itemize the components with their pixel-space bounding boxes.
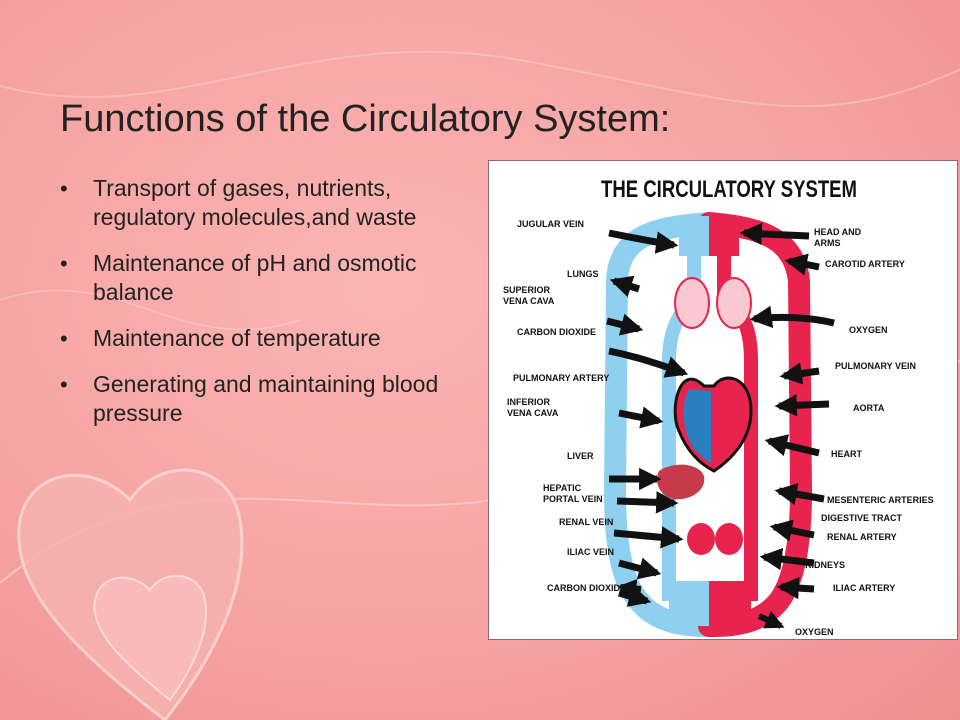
bullet-text: Transport of gases, nutrients, regulator… — [93, 175, 417, 230]
bullet-text: Maintenance of temperature — [93, 325, 381, 351]
label-iliac-vein: ILIAC VEIN — [567, 547, 614, 557]
swirl-line — [0, 50, 960, 108]
label-inferior-vena-cava: INFERIOR — [507, 397, 551, 407]
label-jugular-vein: JUGULAR VEIN — [517, 219, 584, 229]
heart-right-side — [683, 389, 711, 463]
label-inferior-vena-cava: VENA CAVA — [507, 408, 559, 418]
arrow — [608, 229, 679, 254]
arrow — [609, 275, 641, 298]
arrow — [784, 253, 820, 276]
arrow — [618, 557, 662, 580]
label-aorta: AORTA — [853, 403, 885, 413]
label-liver: LIVER — [567, 451, 594, 461]
bullet-marker: • — [60, 372, 68, 397]
liver-organ — [656, 464, 705, 500]
arrow — [618, 406, 664, 429]
label-superior-vena-cava: VENA CAVA — [503, 296, 555, 306]
label-hepatic-portal-vein: HEPATIC — [543, 483, 582, 493]
slide-title: Functions of the Circulatory System: — [60, 98, 671, 140]
label-head-and-arms: HEAD AND — [814, 227, 862, 237]
arrow — [764, 434, 820, 457]
label-digestive-tract: DIGESTIVE TRACT — [821, 513, 903, 523]
arrow — [749, 305, 835, 328]
left-arrows — [606, 229, 689, 607]
arrow — [606, 313, 644, 336]
bullet-text: Maintenance of pH and osmotic balance — [93, 250, 417, 305]
arrow — [776, 576, 815, 600]
kidney-right — [715, 523, 743, 555]
head-capillaries-artery — [709, 216, 739, 256]
kidney-left — [687, 523, 715, 555]
label-head-and-arms: ARMS — [814, 238, 841, 248]
bullet-marker: • — [60, 326, 68, 351]
arrow — [769, 519, 815, 542]
arrow — [757, 610, 785, 629]
lower-capillaries-artery — [709, 581, 751, 626]
label-lungs: LUNGS — [567, 269, 599, 279]
bullet-item: • Maintenance of pH and osmotic balance — [60, 249, 480, 307]
bullet-item: • Generating and maintaining blood pressu… — [60, 370, 480, 428]
heart-shape-small — [93, 574, 207, 702]
label-heart: HEART — [831, 449, 863, 459]
lung-left — [674, 277, 710, 329]
arrow — [759, 548, 815, 571]
bullet-text: Generating and maintaining blood pressur… — [93, 371, 439, 426]
arrow — [613, 526, 684, 549]
arrow — [774, 483, 825, 506]
label-pulmonary-artery: PULMONARY ARTERY — [513, 373, 609, 383]
outward-arrows — [617, 578, 785, 629]
lower-capillaries-vein — [669, 581, 709, 626]
circulatory-system-diagram: THE CIRCULATORY SYSTEM — [488, 160, 958, 640]
swirl-line — [0, 289, 301, 331]
head-capillaries-vein — [679, 216, 709, 256]
arrow — [617, 578, 642, 599]
label-carbon-dioxide-top: CARBON DIOXIDE — [517, 327, 596, 337]
label-renal-artery: RENAL ARTERY — [827, 532, 897, 542]
bullet-item: • Transport of gases, nutrients, regulato… — [60, 174, 480, 232]
arrow — [608, 347, 689, 378]
label-iliac-artery: ILIAC ARTERY — [833, 583, 895, 593]
arrow — [616, 491, 679, 514]
right-arrows — [739, 222, 835, 600]
label-pulmonary-vein: PULMONARY VEIN — [835, 361, 916, 371]
label-hepatic-portal-vein: PORTAL VEIN — [543, 494, 603, 504]
label-kidneys: KIDNEYS — [805, 560, 845, 570]
diagram-title: THE CIRCULATORY SYSTEM — [601, 176, 857, 203]
label-mesenteric-arteries: MESENTERIC ARTERIES — [827, 495, 934, 505]
bullet-list: • Transport of gases, nutrients, regulato… — [60, 174, 480, 445]
arrow — [774, 394, 830, 417]
label-oxygen-bottom: OXYGEN — [795, 627, 834, 637]
diagram-svg: THE CIRCULATORY SYSTEM — [503, 176, 934, 637]
arrow — [739, 222, 810, 246]
label-carotid-artery: CAROTID ARTERY — [825, 259, 905, 269]
label-superior-vena-cava: SUPERIOR — [503, 285, 551, 295]
bullet-marker: • — [60, 176, 68, 201]
label-renal-vein: RENAL VEIN — [559, 517, 613, 527]
label-oxygen-top: OXYGEN — [849, 325, 888, 335]
label-carbon-dioxide-bottom: CARBON DIOXIDE — [547, 583, 626, 593]
arrow — [779, 362, 820, 385]
bullet-marker: • — [60, 251, 68, 276]
lung-right — [716, 277, 752, 329]
bullet-item: • Maintenance of temperature — [60, 324, 480, 353]
